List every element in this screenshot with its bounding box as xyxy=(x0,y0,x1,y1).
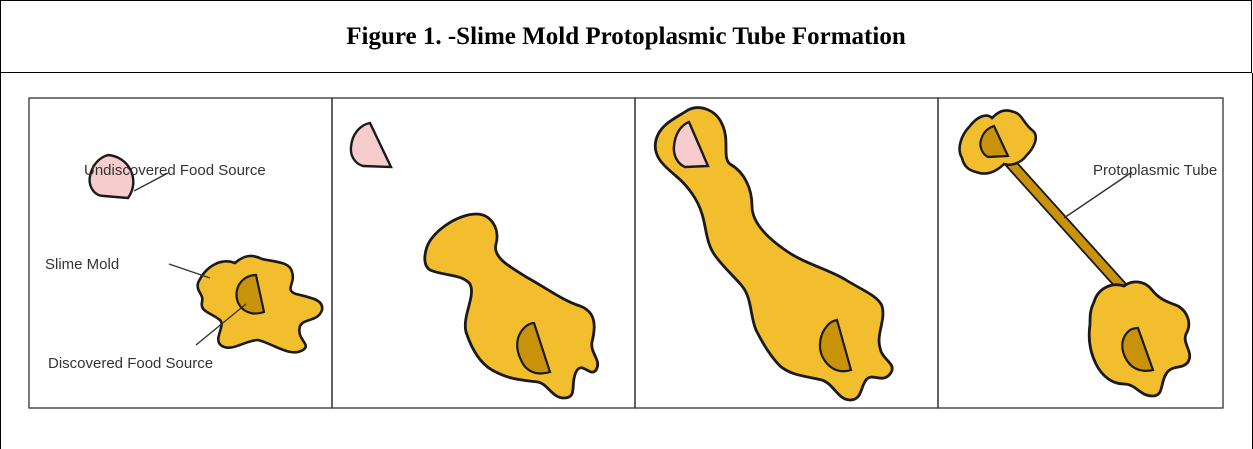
panel-4-content: Protoplasmic Tube xyxy=(960,110,1218,396)
undiscovered-food-label: Undiscovered Food Source xyxy=(84,162,266,179)
undiscovered-food-shape xyxy=(351,123,391,167)
slime-mold-pointer xyxy=(169,264,210,278)
discovered-food-label: Discovered Food Source xyxy=(48,355,213,372)
slime-mold-label: Slime Mold xyxy=(45,256,119,273)
protoplasmic-tube-label: Protoplasmic Tube xyxy=(1093,162,1217,179)
panel-3-content xyxy=(655,108,892,400)
panel-1-content: Undiscovered Food Source Slime Mold Disc… xyxy=(45,155,322,372)
panel-2-content xyxy=(351,123,598,398)
slime-mold-shape xyxy=(425,214,598,398)
